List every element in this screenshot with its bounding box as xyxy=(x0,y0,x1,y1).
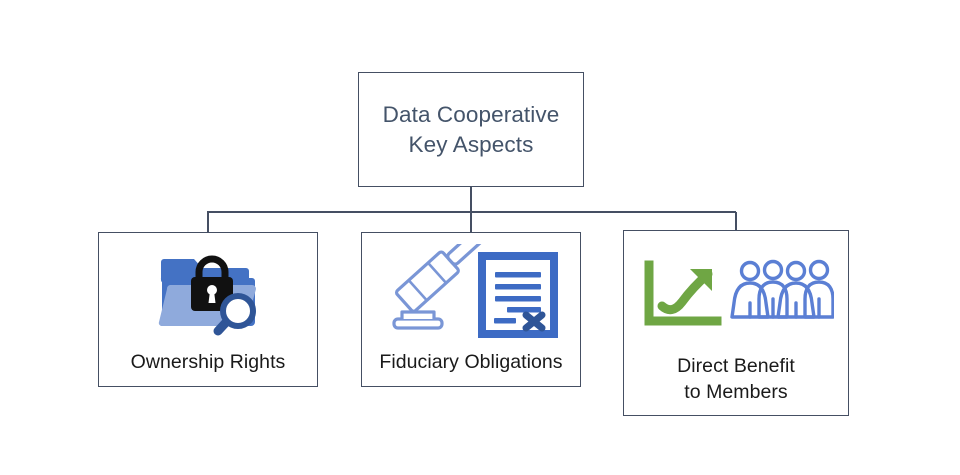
child-node-ownership-rights[interactable]: Ownership Rights xyxy=(98,232,318,387)
growth-chart-people-icon xyxy=(624,231,848,351)
person-3 xyxy=(776,260,816,319)
child-node-label-direct-benefit: Direct Benefit to Members xyxy=(677,355,795,403)
document-x-mark xyxy=(522,311,546,332)
gavel-sound-block xyxy=(392,310,444,330)
gavel-handle xyxy=(446,244,488,266)
people-group xyxy=(730,259,834,319)
child-node-direct-benefit[interactable]: Direct Benefit to Members xyxy=(623,230,849,416)
child-node-label-ownership-rights: Ownership Rights xyxy=(130,351,286,373)
padlock-keyhole-stem xyxy=(208,291,216,303)
person-2 xyxy=(757,259,789,319)
folder-lock-search-icon xyxy=(99,233,317,349)
document-with-x xyxy=(478,252,558,338)
padlock-keyhole-circle xyxy=(207,285,217,295)
gavel-document-icon xyxy=(362,233,580,349)
padlock-shackle xyxy=(195,255,229,278)
root-node[interactable]: Data Cooperative Key Aspects xyxy=(358,72,584,187)
child-node-label-fiduciary-obligations: Fiduciary Obligations xyxy=(379,351,563,373)
child-node-fiduciary-obligations[interactable]: Fiduciary Obligations xyxy=(361,232,581,387)
root-node-title: Data Cooperative Key Aspects xyxy=(382,101,560,157)
growth-chart-arrow xyxy=(644,260,722,326)
magnifier-lens xyxy=(220,293,256,329)
person-4 xyxy=(803,259,834,319)
person-1 xyxy=(730,260,770,319)
arrow-head xyxy=(690,269,712,291)
